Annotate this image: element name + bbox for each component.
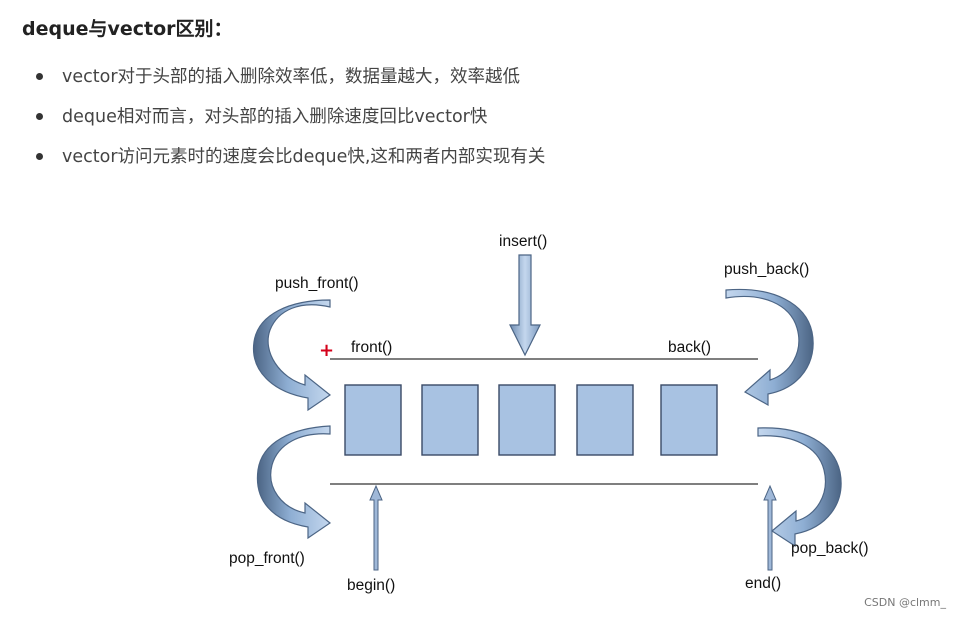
end-label: end() [745,575,781,592]
watermark: CSDN @clmm_ [864,596,946,609]
insert-arrow [509,254,541,357]
element-cell [660,384,718,456]
bullet-item: vector访问元素时的速度会比deque快,这和两者内部实现有关 [36,142,545,182]
element-cell [576,384,634,456]
front-marker: + [319,340,334,361]
pop-front-arrow [256,425,332,540]
element-cell [421,384,479,456]
insert-label: insert() [499,233,547,250]
element-cells [344,384,718,456]
bullet-item: deque相对而言，对头部的插入删除速度回比vector快 [36,102,545,142]
bullet-item: vector对于头部的插入删除效率低，数据量越大，效率越低 [36,62,545,102]
bullet-list: vector对于头部的插入删除效率低，数据量越大，效率越低 deque相对而言，… [36,62,545,182]
push-front-label: push_front() [275,275,359,292]
push-back-label: push_back() [724,261,809,278]
begin-arrow [369,484,383,571]
pop-back-arrow [757,427,842,548]
element-cell [344,384,402,456]
begin-label: begin() [347,577,395,594]
back-label: back() [668,339,711,356]
element-cell [498,384,556,456]
push-front-arrow [252,299,332,412]
end-arrow [763,484,777,571]
pop-back-label: pop_back() [791,540,869,557]
page-heading: deque与vector区别： [22,18,233,40]
push-back-arrow [725,288,814,407]
pop-front-label: pop_front() [229,550,305,567]
front-label: front() [351,339,392,356]
